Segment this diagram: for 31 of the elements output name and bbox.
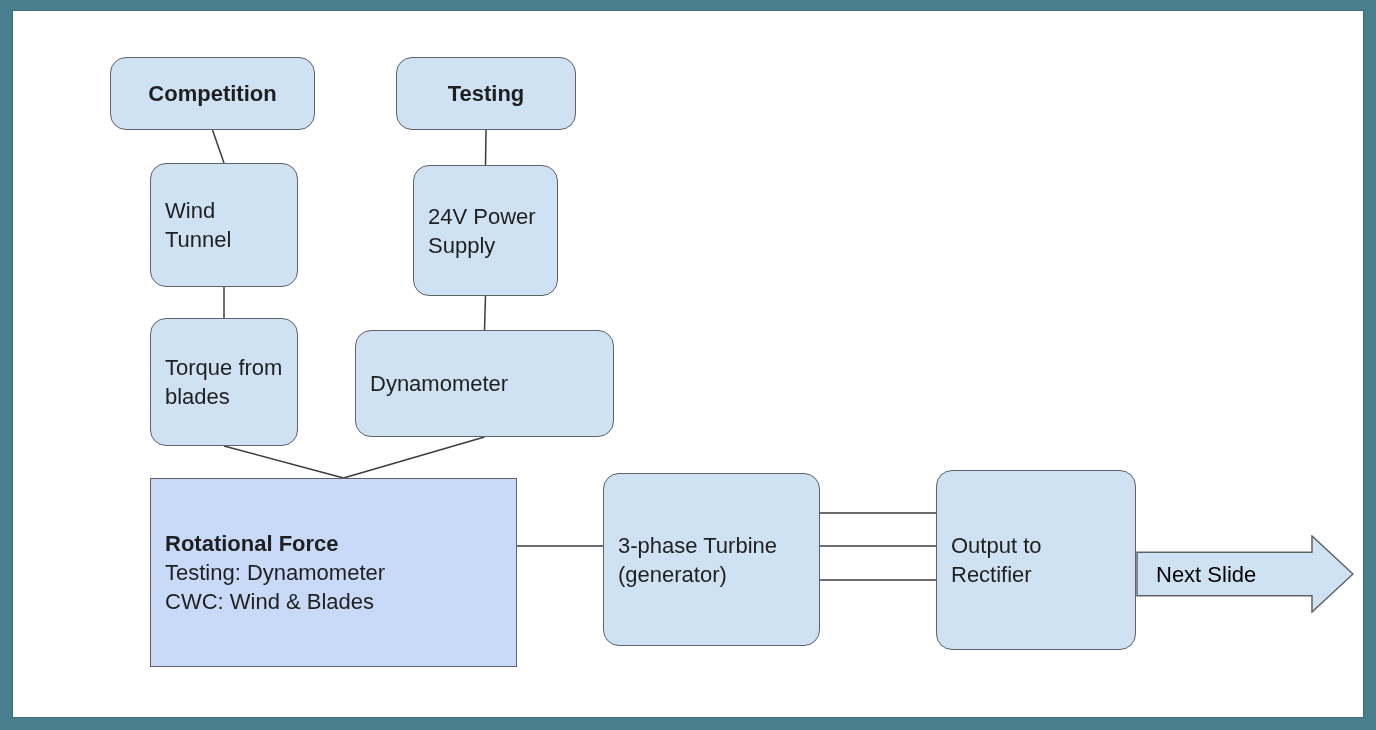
- node-text: CWC: Wind & Blades: [165, 588, 375, 616]
- system-block: [150, 478, 517, 667]
- node-text: Output to Rectifier: [951, 532, 1043, 589]
- connector-line: [342, 436, 486, 479]
- connector-line: [484, 129, 487, 166]
- process-box: [603, 473, 820, 646]
- connector-line: [516, 545, 604, 547]
- node-text: Wind Tunnel: [165, 197, 233, 254]
- node-text: Testing: Dynamometer: [165, 559, 386, 587]
- heading-text: Rotational Force: [165, 530, 339, 558]
- connector-line: [211, 129, 225, 164]
- category-box: [110, 57, 315, 130]
- connector-line: [223, 445, 345, 479]
- heading-text: Testing: [447, 80, 525, 108]
- process-box: [413, 165, 558, 296]
- node-text: Next Slide: [1156, 560, 1257, 589]
- process-box: [936, 470, 1136, 650]
- node-text: 3-phase Turbine (generator): [618, 531, 778, 589]
- process-box: [150, 163, 298, 287]
- connector-line: [819, 545, 937, 547]
- node-text: Dynamometer: [370, 370, 509, 398]
- heading-text: Competition: [148, 80, 277, 108]
- connector-line: [819, 512, 937, 514]
- connector-line: [483, 295, 487, 331]
- connector-line: [223, 286, 225, 319]
- node-text: Torque from blades: [165, 354, 283, 411]
- node-text: 24V Power Supply: [428, 202, 537, 260]
- connector-line: [819, 579, 937, 581]
- process-box: [150, 318, 298, 446]
- process-box: [355, 330, 614, 437]
- category-box: [396, 57, 576, 130]
